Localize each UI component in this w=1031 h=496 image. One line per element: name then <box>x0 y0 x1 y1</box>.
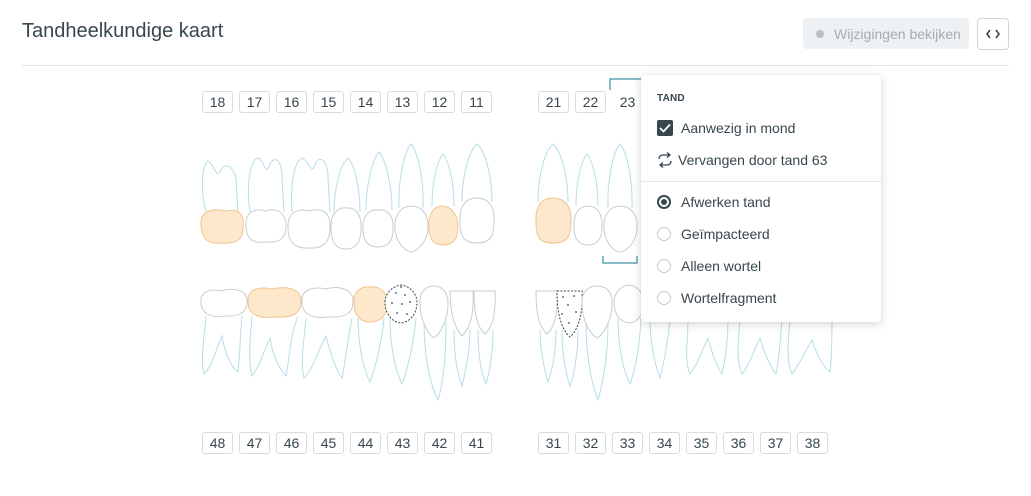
option-label: Wortelfragment <box>681 290 777 306</box>
tooth-33[interactable] <box>581 285 613 402</box>
tooth-number-45[interactable]: 45 <box>313 432 344 454</box>
view-changes-button[interactable]: Wijzigingen bekijken <box>803 18 969 49</box>
tooth-11[interactable] <box>459 143 495 244</box>
tooth-21[interactable] <box>535 143 572 244</box>
tooth-38-partial[interactable] <box>787 319 833 375</box>
tooth-number-22[interactable]: 22 <box>575 91 606 113</box>
header-divider <box>22 65 1009 66</box>
tooth-number-15[interactable]: 15 <box>313 91 344 113</box>
radio-icon[interactable] <box>657 259 671 273</box>
option-label: Afwerken tand <box>681 194 771 210</box>
option-afwerken-tand[interactable]: Afwerken tand <box>657 192 771 212</box>
tooth-45[interactable] <box>353 286 388 384</box>
tooth-35-partial[interactable] <box>649 319 671 380</box>
tooth-number-21[interactable]: 21 <box>538 91 569 113</box>
tooth-number-32[interactable]: 32 <box>575 432 606 454</box>
tooth-number-33[interactable]: 33 <box>612 432 643 454</box>
tooth-14[interactable] <box>362 151 394 248</box>
tooth-46[interactable] <box>301 287 354 380</box>
radio-icon[interactable] <box>657 291 671 305</box>
option-alleen-wortel[interactable]: Alleen wortel <box>657 256 761 276</box>
tooth-context-menu: TAND Aanwezig in mond Vervangen door tan… <box>641 75 881 322</box>
tooth-13[interactable] <box>394 143 429 253</box>
present-in-mouth-label: Aanwezig in mond <box>681 120 796 136</box>
tooth-47[interactable] <box>247 287 302 378</box>
tooth-number-14[interactable]: 14 <box>350 91 381 113</box>
page-title: Tandheelkundige kaart <box>22 20 224 42</box>
tooth-23-selection-top <box>609 78 641 90</box>
tooth-number-12[interactable]: 12 <box>424 91 455 113</box>
tooth-12[interactable] <box>428 153 459 246</box>
replace-tooth-label: Vervangen door tand 63 <box>678 152 828 168</box>
tooth-number-34[interactable]: 34 <box>649 432 680 454</box>
tooth-22[interactable] <box>573 153 603 246</box>
tooth-number-23[interactable]: 23 <box>612 91 643 113</box>
tooth-number-41[interactable]: 41 <box>461 432 492 454</box>
tooth-36-partial[interactable] <box>686 319 729 376</box>
tooth-number-18[interactable]: 18 <box>202 91 233 113</box>
tooth-number-35[interactable]: 35 <box>686 432 717 454</box>
tooth-number-42[interactable]: 42 <box>424 432 455 454</box>
tooth-32[interactable] <box>556 290 583 388</box>
tooth-15[interactable] <box>330 157 362 250</box>
code-view-button[interactable] <box>977 18 1009 50</box>
code-icon <box>986 29 1000 39</box>
tooth-number-48[interactable]: 48 <box>202 432 233 454</box>
tooth-number-11[interactable]: 11 <box>461 91 492 113</box>
tooth-44[interactable] <box>384 284 418 386</box>
radio-icon[interactable] <box>657 227 671 241</box>
option-wortelfragment[interactable]: Wortelfragment <box>657 288 776 308</box>
tooth-number-43[interactable]: 43 <box>387 432 418 454</box>
present-in-mouth-checkbox-row[interactable]: Aanwezig in mond <box>657 118 795 138</box>
checkbox-checked-icon[interactable] <box>657 120 673 136</box>
tooth-number-31[interactable]: 31 <box>538 432 569 454</box>
menu-divider <box>641 181 881 182</box>
tooth-18[interactable] <box>200 160 244 244</box>
menu-section-title: TAND <box>657 93 685 104</box>
tooth-34[interactable] <box>613 284 645 386</box>
tooth-number-44[interactable]: 44 <box>350 432 381 454</box>
option-geimpacteerd[interactable]: Geïmpacteerd <box>657 224 770 244</box>
replace-tooth-item[interactable]: Vervangen door tand 63 <box>657 150 827 170</box>
tooth-number-17[interactable]: 17 <box>239 91 270 113</box>
tooth-number-38[interactable]: 38 <box>797 432 828 454</box>
tooth-number-36[interactable]: 36 <box>723 432 754 454</box>
tooth-number-13[interactable]: 13 <box>387 91 418 113</box>
tooth-number-16[interactable]: 16 <box>276 91 307 113</box>
radio-selected-icon[interactable] <box>657 195 671 209</box>
tooth-48[interactable] <box>200 288 248 375</box>
tooth-43[interactable] <box>419 285 449 402</box>
tooth-number-46[interactable]: 46 <box>276 432 307 454</box>
tooth-23-selection-bottom <box>602 256 638 264</box>
status-dot-icon <box>816 29 824 38</box>
option-label: Geïmpacteerd <box>681 226 770 242</box>
tooth-number-37[interactable]: 37 <box>760 432 791 454</box>
tooth-number-47[interactable]: 47 <box>239 432 270 454</box>
tooth-41[interactable] <box>473 290 496 386</box>
view-changes-label: Wijzigingen bekijken <box>834 25 961 42</box>
tooth-31[interactable] <box>535 290 558 384</box>
swap-icon <box>658 152 672 168</box>
tooth-42[interactable] <box>449 290 474 388</box>
tooth-17[interactable] <box>245 157 287 243</box>
option-label: Alleen wortel <box>681 258 762 274</box>
tooth-16[interactable] <box>287 157 331 249</box>
tooth-23[interactable] <box>603 143 638 253</box>
tooth-37-partial[interactable] <box>737 319 783 376</box>
